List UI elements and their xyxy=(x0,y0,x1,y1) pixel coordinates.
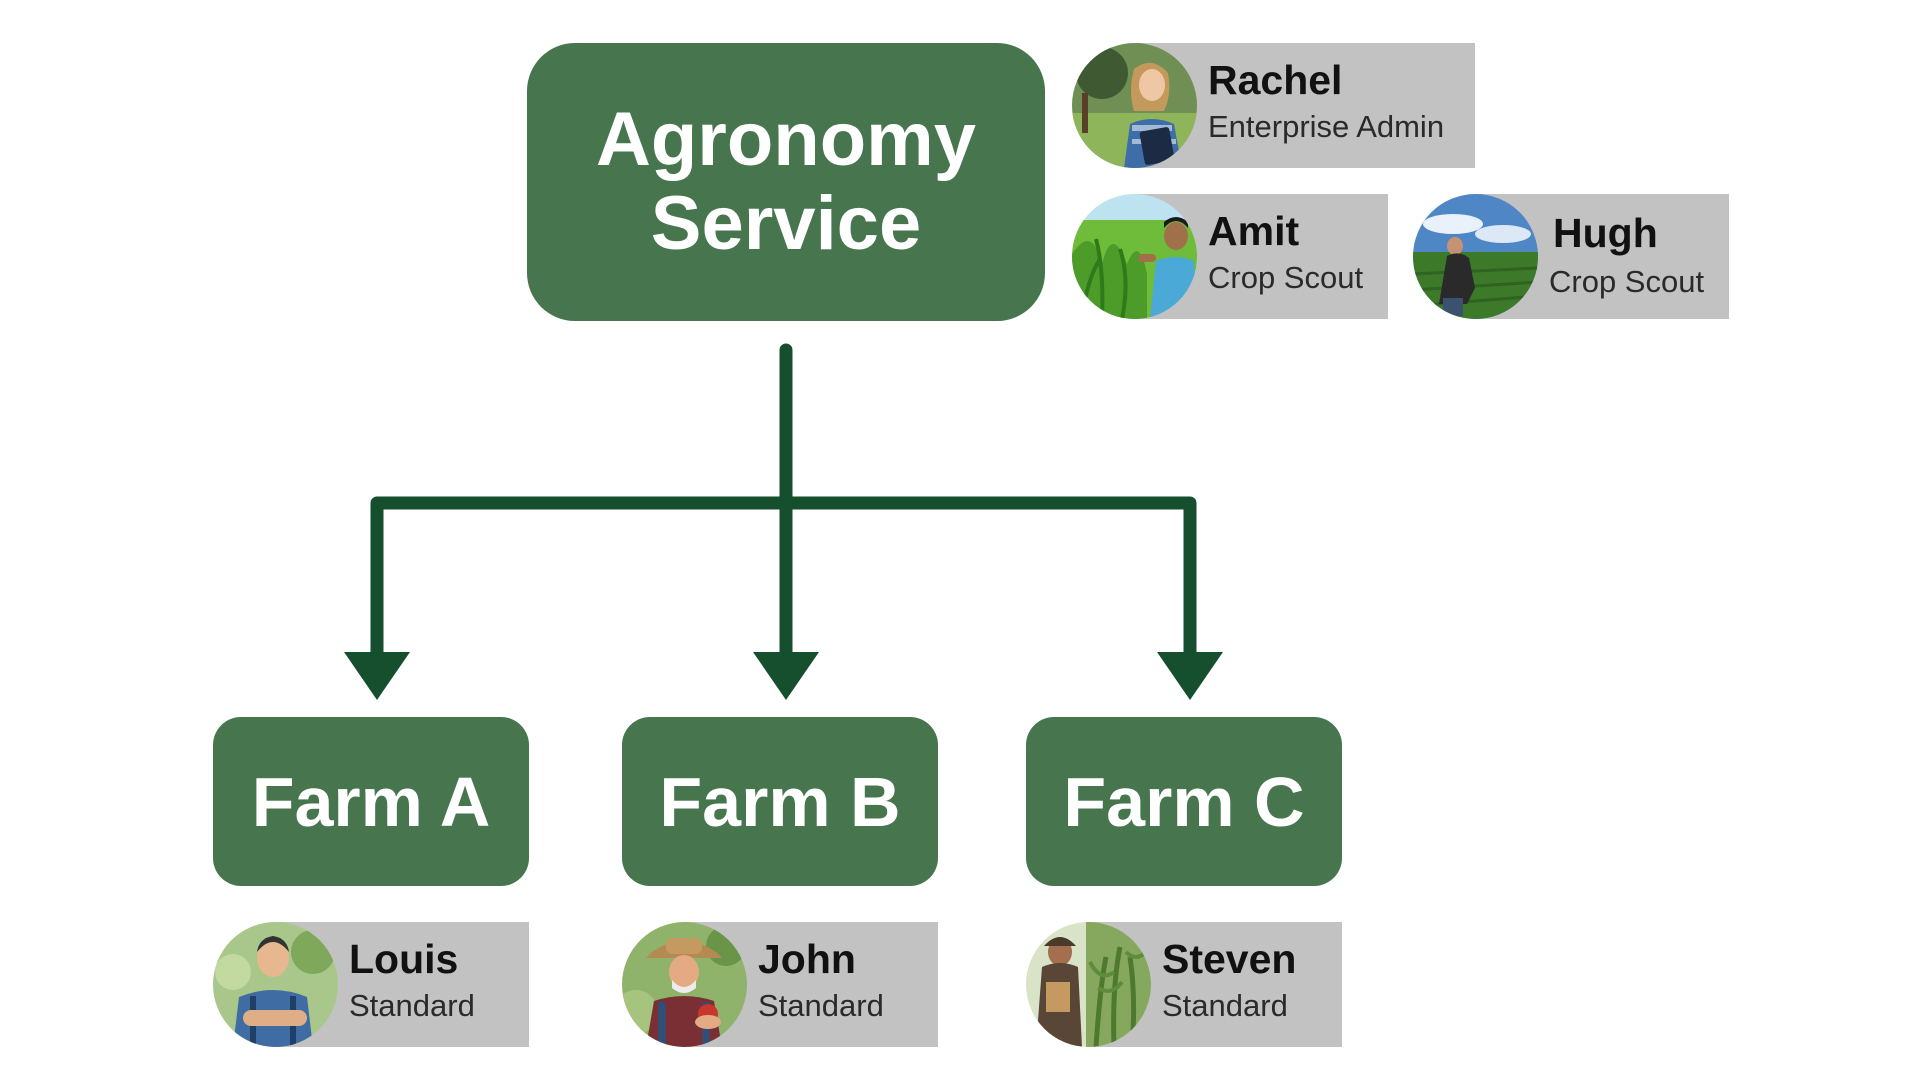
root-node-agronomy-service[interactable]: Agronomy Service xyxy=(527,43,1045,321)
arrowhead-farm-c xyxy=(1157,652,1223,700)
person-name: Amit xyxy=(1208,208,1300,254)
farmer-with-apple-photo xyxy=(622,922,747,1047)
farm-node-b[interactable]: Farm B xyxy=(622,717,938,886)
man-in-crop-field-photo xyxy=(1072,194,1197,319)
person-card-john[interactable]: John Standard xyxy=(622,922,938,1047)
arrowhead-farm-b xyxy=(753,652,819,700)
root-node-label: Agronomy Service xyxy=(596,97,976,266)
farmer-in-corn-field-photo xyxy=(1026,922,1151,1047)
farm-a-label: Farm A xyxy=(251,762,491,841)
man-inspecting-field-photo xyxy=(1413,194,1538,319)
person-name: Hugh xyxy=(1553,210,1658,256)
person-name: Steven xyxy=(1162,936,1297,982)
farm-b-label: Farm B xyxy=(659,762,901,841)
person-role: Standard xyxy=(758,988,884,1023)
woman-with-clipboard-photo xyxy=(1072,43,1197,168)
farm-node-a[interactable]: Farm A xyxy=(213,717,529,886)
person-name: John xyxy=(758,936,856,982)
farm-c-label: Farm C xyxy=(1063,762,1305,841)
person-card-steven[interactable]: Steven Standard xyxy=(1026,922,1342,1047)
person-role: Crop Scout xyxy=(1208,260,1364,295)
person-role: Standard xyxy=(1162,988,1288,1023)
person-role: Crop Scout xyxy=(1549,264,1705,299)
person-name: Rachel xyxy=(1208,57,1343,103)
person-card-rachel[interactable]: Rachel Enterprise Admin xyxy=(1072,43,1475,168)
person-role: Standard xyxy=(349,988,475,1023)
arrowhead-farm-a xyxy=(344,652,410,700)
person-name: Louis xyxy=(349,936,459,982)
person-card-louis[interactable]: Louis Standard xyxy=(213,922,529,1047)
farmer-with-crossed-arms-photo xyxy=(213,922,338,1047)
person-card-hugh[interactable]: Hugh Crop Scout xyxy=(1413,194,1729,319)
farm-node-c[interactable]: Farm C xyxy=(1026,717,1342,886)
person-card-amit[interactable]: Amit Crop Scout xyxy=(1072,194,1388,319)
person-role: Enterprise Admin xyxy=(1208,109,1445,144)
